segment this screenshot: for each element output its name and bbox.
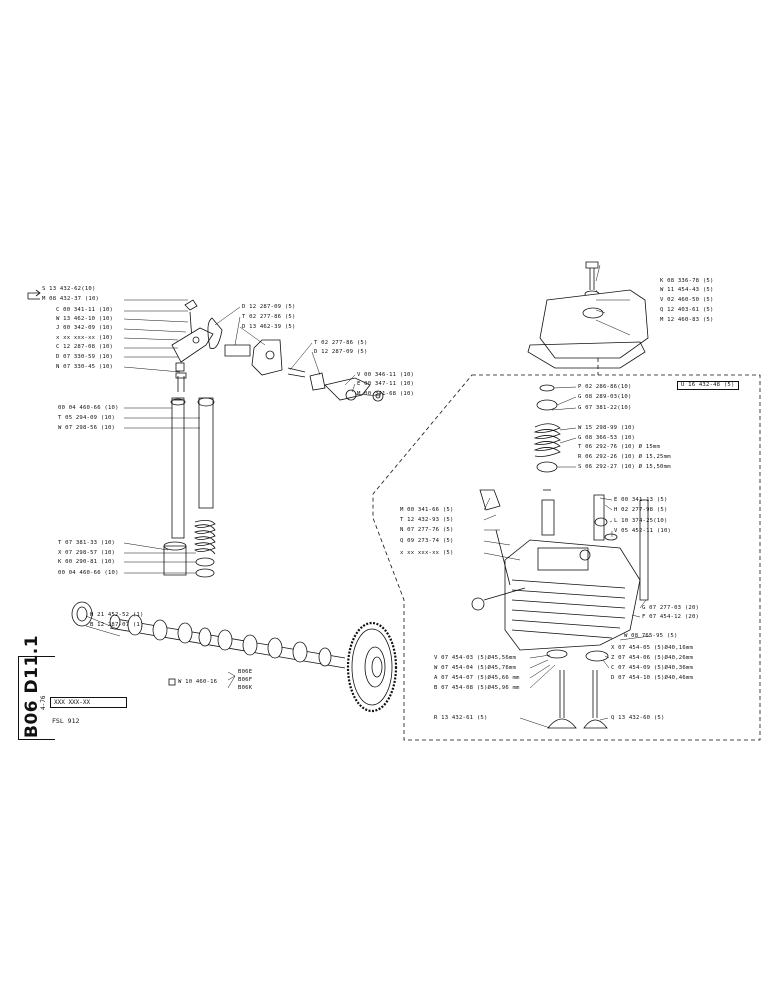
leader-lines (85, 264, 651, 729)
part-label: X 07 298-57 (10) (58, 550, 116, 556)
document-code: B06 D11.1 (22, 634, 42, 738)
head-group-dashed-boundary (372, 374, 761, 741)
part-label: D 07 330-59 (10) (56, 354, 114, 360)
part-label: G 08 366-53 (10) (578, 435, 636, 441)
part-label: M 08 432-37 (10) (42, 296, 100, 302)
part-label: T 02 277-86 (5) (242, 314, 296, 320)
part-label: Z 07 454-06 (5)Ø40,26mm (611, 655, 694, 661)
part-label: A 07 454-07 (5)Ø45,66 mm (434, 675, 520, 681)
part-label: 00 04 460-66 (10) (58, 570, 119, 576)
camshaft (71, 601, 346, 669)
part-label: W 15 298-99 (10) (578, 425, 636, 431)
part-label: K 08 336-78 (5) (660, 278, 714, 284)
part-label: W 11 454-43 (5) (660, 287, 714, 293)
part-label: D 12 287-09 (5) (242, 304, 296, 310)
part-label: E 00 347-11 (10) (357, 381, 415, 387)
part-label: D 07 454-10 (5)Ø40,46mm (611, 675, 694, 681)
part-label: B 07 454-08 (5)Ø45,96 mm (434, 685, 520, 691)
title-frame (18, 656, 55, 740)
part-label: 00 04 460-66 (10) (58, 405, 119, 411)
part-label: V 07 454-03 (5)Ø45,56mm (434, 655, 517, 661)
exhaust-intake-valves (546, 649, 609, 729)
part-label: W 10 460-16 (178, 679, 218, 685)
part-label: C 12 287-08 (10) (56, 344, 114, 350)
part-label: J 00 342-09 (10) (56, 325, 114, 331)
model-code-box: XXX XXX-XX (50, 697, 127, 708)
part-label: T 05 294-09 (10) (58, 415, 116, 421)
part-label: H 21 452-52 (1) (90, 612, 144, 618)
variant-label: B06E (238, 669, 253, 675)
part-label: M 12 460-83 (5) (660, 317, 714, 323)
part-label: N 07 330-45 (10) (56, 364, 114, 370)
part-label: D 13 462-39 (5) (242, 324, 296, 330)
part-label: Q 13 432-60 (5) (611, 715, 665, 721)
part-label: R 13 432-61 (5) (434, 715, 488, 721)
fan-part-box (168, 678, 176, 686)
part-label: L 10 374-25(10) (614, 518, 668, 524)
variant-label: B06F (238, 677, 253, 683)
part-label: G 08 289-03(10) (578, 394, 632, 400)
part-label: B 12 287-07 (1) (90, 622, 144, 628)
part-label: M 00 341-68 (10) (357, 391, 415, 397)
part-label: P 02 286-86(10) (578, 384, 632, 390)
part-label: H 02 277-98 (5) (614, 507, 668, 513)
rocker-arm-left (171, 299, 214, 392)
part-label: M 00 341-66 (5) (400, 507, 454, 513)
part-label: Q 09 273-74 (5) (400, 538, 454, 544)
head-reference-box: U 16 432-48 (5) (677, 381, 739, 390)
part-label: W 13 462-10 (10) (56, 316, 114, 322)
bracket-arrow (27, 289, 41, 299)
push-rods (170, 397, 215, 539)
document-date: 4-76 (40, 695, 47, 710)
part-label: S 13 432-62(10) (42, 286, 96, 292)
part-label: T 06 292-76 (10) Ø 15mm (578, 444, 661, 450)
cam-gear (346, 621, 398, 713)
part-label: W 07 454-04 (5)Ø45,76mm (434, 665, 517, 671)
part-label: Q 12 403-61 (5) (660, 307, 714, 313)
part-label: D 12 287-09 (5) (314, 349, 368, 355)
valve-spring-stack (533, 384, 561, 536)
part-label: R 06 292-26 (10) Ø 15,25mm (578, 454, 671, 460)
part-label: G 07 277-03 (20) (642, 605, 700, 611)
part-label: V 00 346-11 (10) (357, 372, 415, 378)
part-label: T 12 432-93 (5) (400, 517, 454, 523)
part-label: V 02 460-50 (5) (660, 297, 714, 303)
variant-label: B06K (238, 685, 253, 691)
part-label: T 02 277-86 (5) (314, 340, 368, 346)
part-label: G 07 381-22(10) (578, 405, 632, 411)
part-label: X 07 454-05 (5)Ø40,16mm (611, 645, 694, 651)
part-label: S 06 292-27 (10) Ø 15,50mm (578, 464, 671, 470)
part-label: W 08 765-95 (5) (624, 633, 678, 639)
part-label: C 07 454-09 (5)Ø40,36mm (611, 665, 694, 671)
part-label: N 07 277-76 (5) (400, 527, 454, 533)
part-label: W 07 298-56 (10) (58, 425, 116, 431)
part-label: F 07 454-12 (20) (642, 614, 700, 620)
part-label: x xx xxx-xx (10) (56, 335, 114, 341)
cylinder-head (471, 489, 649, 651)
part-label: V 05 452-11 (10) (614, 528, 672, 534)
part-label: C 00 341-11 (10) (56, 307, 114, 313)
part-label: K 00 290-81 (10) (58, 559, 116, 565)
model-name: FSL 912 (52, 717, 80, 725)
part-label: E 00 341-13 (5) (614, 497, 668, 503)
part-label: x xx xxx-xx (5) (400, 550, 454, 556)
part-label: T 07 381-33 (10) (58, 540, 116, 546)
valve-cover (527, 261, 649, 369)
